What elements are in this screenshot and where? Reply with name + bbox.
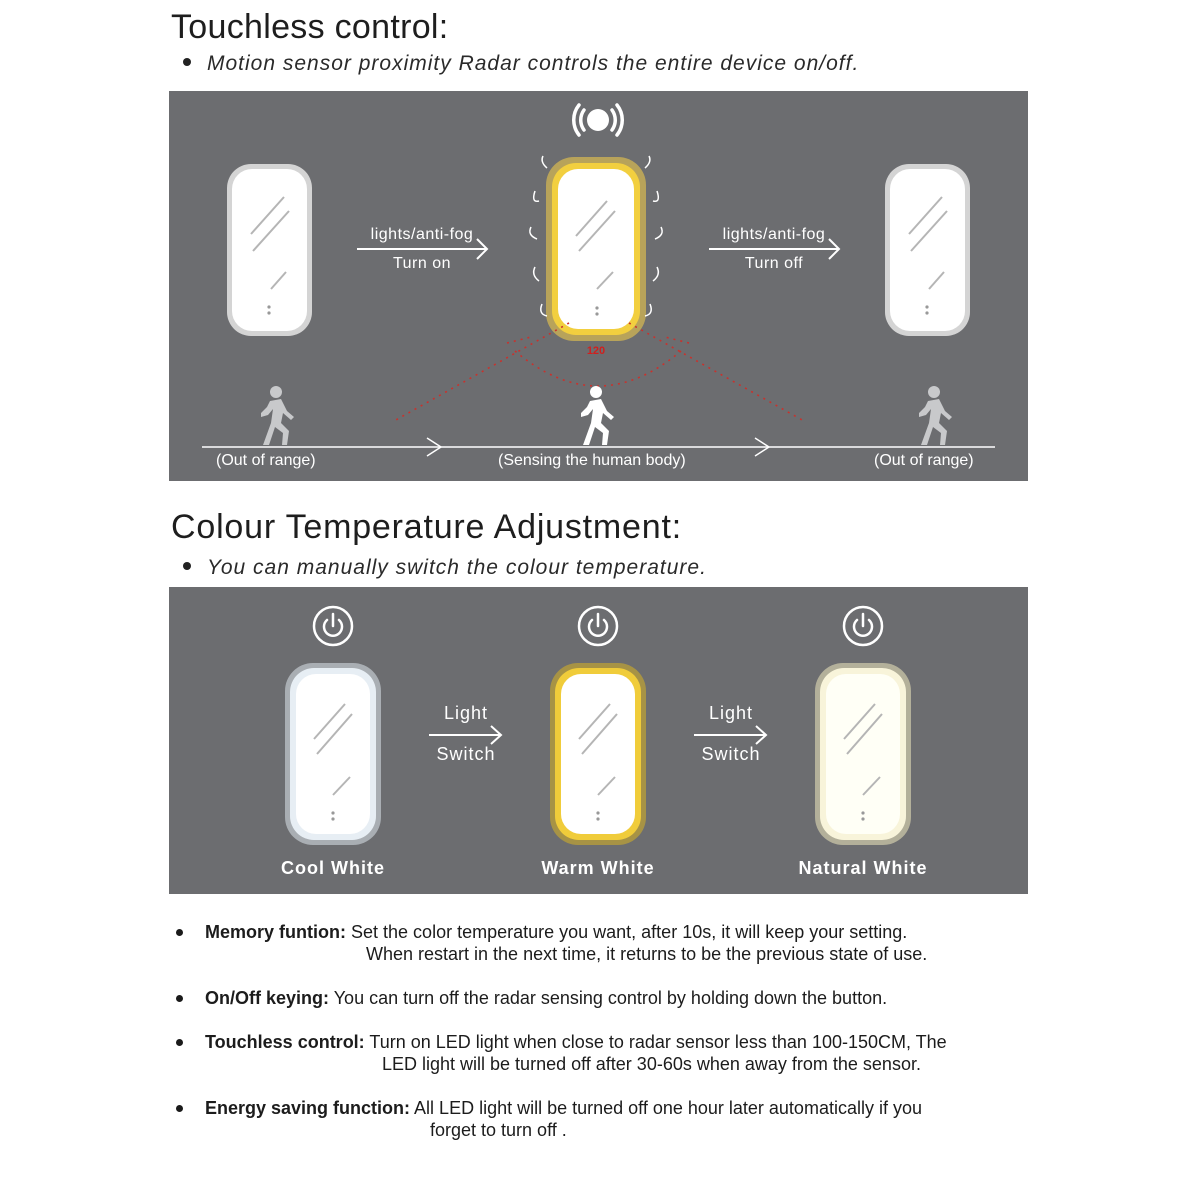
power-icon[interactable] (577, 605, 619, 647)
walking-person-icon (919, 386, 952, 445)
switch1-line2: Switch (436, 744, 496, 764)
arrow-light-switch-1 (429, 725, 503, 745)
feature-text-cont: When restart in the next time, it return… (366, 944, 928, 964)
touchless-panel: lights/anti-fog Turn on lights/anti-fog … (169, 91, 1028, 481)
walking-person-icon (261, 386, 294, 445)
feature-label: On/Off keying: (205, 988, 330, 1008)
mode-label-warm-white: Warm White (541, 858, 655, 878)
power-icon[interactable] (842, 605, 884, 647)
arrow2-line2: Turn off (744, 255, 804, 272)
mirror-right (885, 164, 970, 336)
mirror-warm-white (550, 663, 646, 845)
arrow1-line2: Turn on (392, 255, 452, 272)
arrow-turn-on (357, 238, 489, 260)
section-subtitle-touchless: Motion sensor proximity Radar controls t… (183, 52, 859, 76)
mirror-left (227, 164, 312, 336)
mode-label-natural-white: Natural White (798, 858, 928, 878)
feature-text: Set the color temperature you want, afte… (351, 922, 908, 942)
radar-icon (571, 103, 625, 137)
arrow1-line1: lights/anti-fog (370, 226, 474, 243)
feature-text: You can turn off the radar sensing contr… (333, 988, 888, 1008)
walking-person-icon (581, 386, 614, 445)
power-icon[interactable] (312, 605, 354, 647)
ground-line (202, 437, 995, 457)
feature-label: Touchless control: (205, 1032, 365, 1052)
section-subtitle-colour: You can manually switch the colour tempe… (183, 556, 707, 580)
arrow-turn-off (709, 238, 841, 260)
section-title-colour: Colour Temperature Adjustment: (171, 508, 682, 546)
colour-diagram (285, 605, 911, 845)
feature-text: Turn on LED light when close to radar se… (369, 1032, 947, 1052)
section-title-touchless: Touchless control: (171, 8, 449, 46)
feature-text-cont: LED light will be turned off after 30-60… (382, 1054, 921, 1074)
range-label-left: (Out of range) (216, 452, 316, 469)
feature-text-cont: forget to turn off . (430, 1120, 567, 1140)
subtitle-text: Motion sensor proximity Radar controls t… (207, 52, 860, 75)
mirror-cool-white (285, 663, 381, 845)
range-label-center: (Sensing the human body) (498, 452, 686, 469)
feature-label: Energy saving function: (205, 1098, 411, 1118)
range-label-right: (Out of range) (874, 452, 974, 469)
detection-cone (393, 322, 805, 422)
feature-text: All LED light will be turned off one hou… (414, 1098, 922, 1118)
cone-angle-label: 120 (586, 345, 606, 357)
subtitle-text: You can manually switch the colour tempe… (207, 556, 707, 579)
touchless-diagram (202, 103, 995, 457)
mirror-natural-white (815, 663, 911, 845)
arrow-light-switch-2 (694, 725, 768, 745)
mirror-center-lit (529, 155, 663, 341)
mode-label-cool-white: Cool White (281, 858, 385, 878)
colour-panel: Light Switch Light Switch Cool White War… (169, 587, 1028, 894)
arrow2-line1: lights/anti-fog (722, 226, 826, 243)
feature-label: Memory funtion: (205, 922, 346, 942)
switch2-line1: Light (708, 703, 754, 723)
switch1-line1: Light (443, 703, 489, 723)
switch2-line2: Switch (701, 744, 761, 764)
